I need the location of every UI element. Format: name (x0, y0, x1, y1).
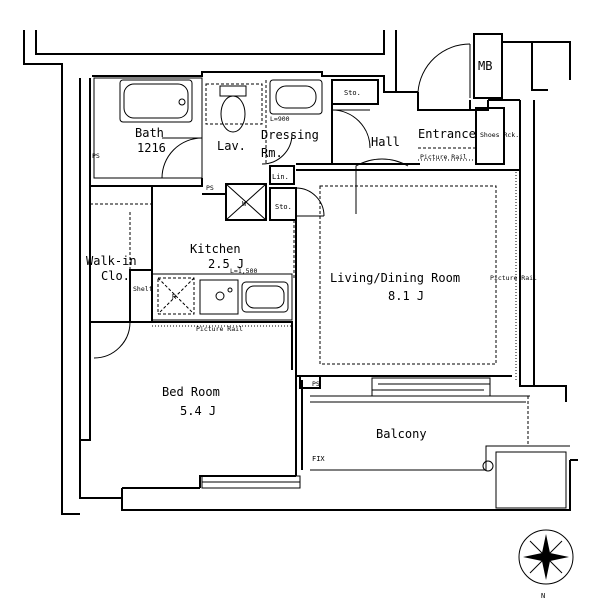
kitchen-size-label: 2.5 J (208, 257, 244, 271)
fixture-labels: MB Sto. Sto. Lin. Shoes Rck. PS PS PS W … (92, 59, 545, 600)
lin-label: Lin. (272, 173, 289, 181)
hall-label: Hall (371, 135, 400, 149)
picture-rail-kitchen-label: Picture Rail (196, 325, 243, 333)
north-compass-icon (518, 529, 574, 585)
room-labels: Bath 1216 Lav. Dressing Rm. Hall Entranc… (86, 126, 476, 441)
bedroom-label: Bed Room (162, 385, 220, 399)
fridge-label: R (172, 293, 177, 301)
l900-label: L=900 (270, 115, 290, 123)
walkin-label: Walk-in (86, 254, 137, 268)
hall-zone (296, 43, 520, 214)
walkin-clo-label: Clo. (101, 269, 130, 283)
sto-mid-label: Sto. (275, 203, 292, 211)
dressing-rm-label: Rm. (261, 146, 283, 160)
kitchen-label: Kitchen (190, 242, 241, 256)
mb-label: MB (478, 59, 492, 73)
fix-window-label: FIX (312, 455, 325, 463)
kitchen-zone (90, 220, 295, 370)
entrance-label: Entrance (418, 127, 476, 141)
l1500-label: L=1,500 (230, 267, 257, 275)
dressing-label: Dressing (261, 128, 319, 142)
living-size-label: 8.1 J (388, 289, 424, 303)
washer-label: W (242, 200, 247, 208)
shelf-label: Shelf (133, 285, 153, 293)
balcony-label: Balcony (376, 427, 427, 441)
sto-top-label: Sto. (344, 89, 361, 97)
outer-walls (23, 30, 578, 515)
storage-top (331, 79, 379, 149)
north-label: N (541, 592, 545, 600)
ps-mid-label: PS (206, 184, 214, 192)
living-label: Living/Dining Room (330, 271, 460, 285)
bedroom-zone (122, 375, 321, 489)
bath-label: Bath (135, 126, 164, 140)
bath-zone (93, 77, 323, 179)
lav-label: Lav. (217, 139, 246, 153)
balcony-zone (310, 395, 570, 509)
bath-size-label: 1216 (137, 141, 166, 155)
bedroom-size-label: 5.4 J (180, 404, 216, 418)
picture-rail-living-label: Picture Rail (490, 274, 537, 282)
ps-bed-label: PS (312, 380, 320, 388)
shoes-rack-label: Shoes Rck. (480, 131, 519, 139)
picture-rail-entrance-label: Picture Rail (420, 153, 467, 161)
ps-left-label: PS (92, 152, 100, 160)
